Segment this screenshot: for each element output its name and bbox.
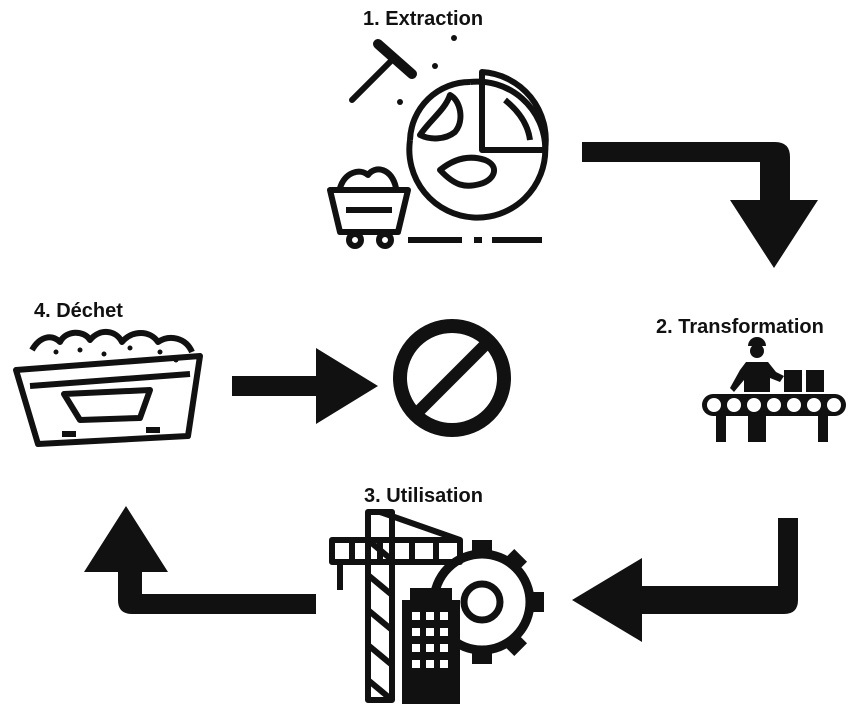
step-label-transformation: 2. Transformation [656, 316, 824, 338]
mine-cart-icon [327, 166, 411, 249]
arrow-dechet-to-end [232, 348, 378, 424]
waste-dots [53, 345, 179, 363]
arrow-utilisation-to-dechet [84, 506, 316, 614]
gear-teeth [472, 540, 544, 664]
step-label-dechet: 4. Déchet [34, 300, 123, 322]
arrow-extraction-to-transformation [582, 142, 818, 268]
building-icon [402, 588, 460, 704]
globe-icon [406, 69, 549, 221]
dots-icon [397, 35, 457, 105]
worker-conveyor-icon [702, 337, 846, 442]
arrow-transformation-to-utilisation [572, 518, 798, 642]
step-label-extraction: 1. Extraction [363, 8, 484, 30]
pickaxe-icon [349, 39, 417, 103]
step-label-utilisation: 3. Utilisation [364, 485, 483, 507]
waste-skip-icon [13, 329, 203, 447]
crane-icon [329, 509, 463, 703]
prohibited-icon [393, 319, 511, 437]
